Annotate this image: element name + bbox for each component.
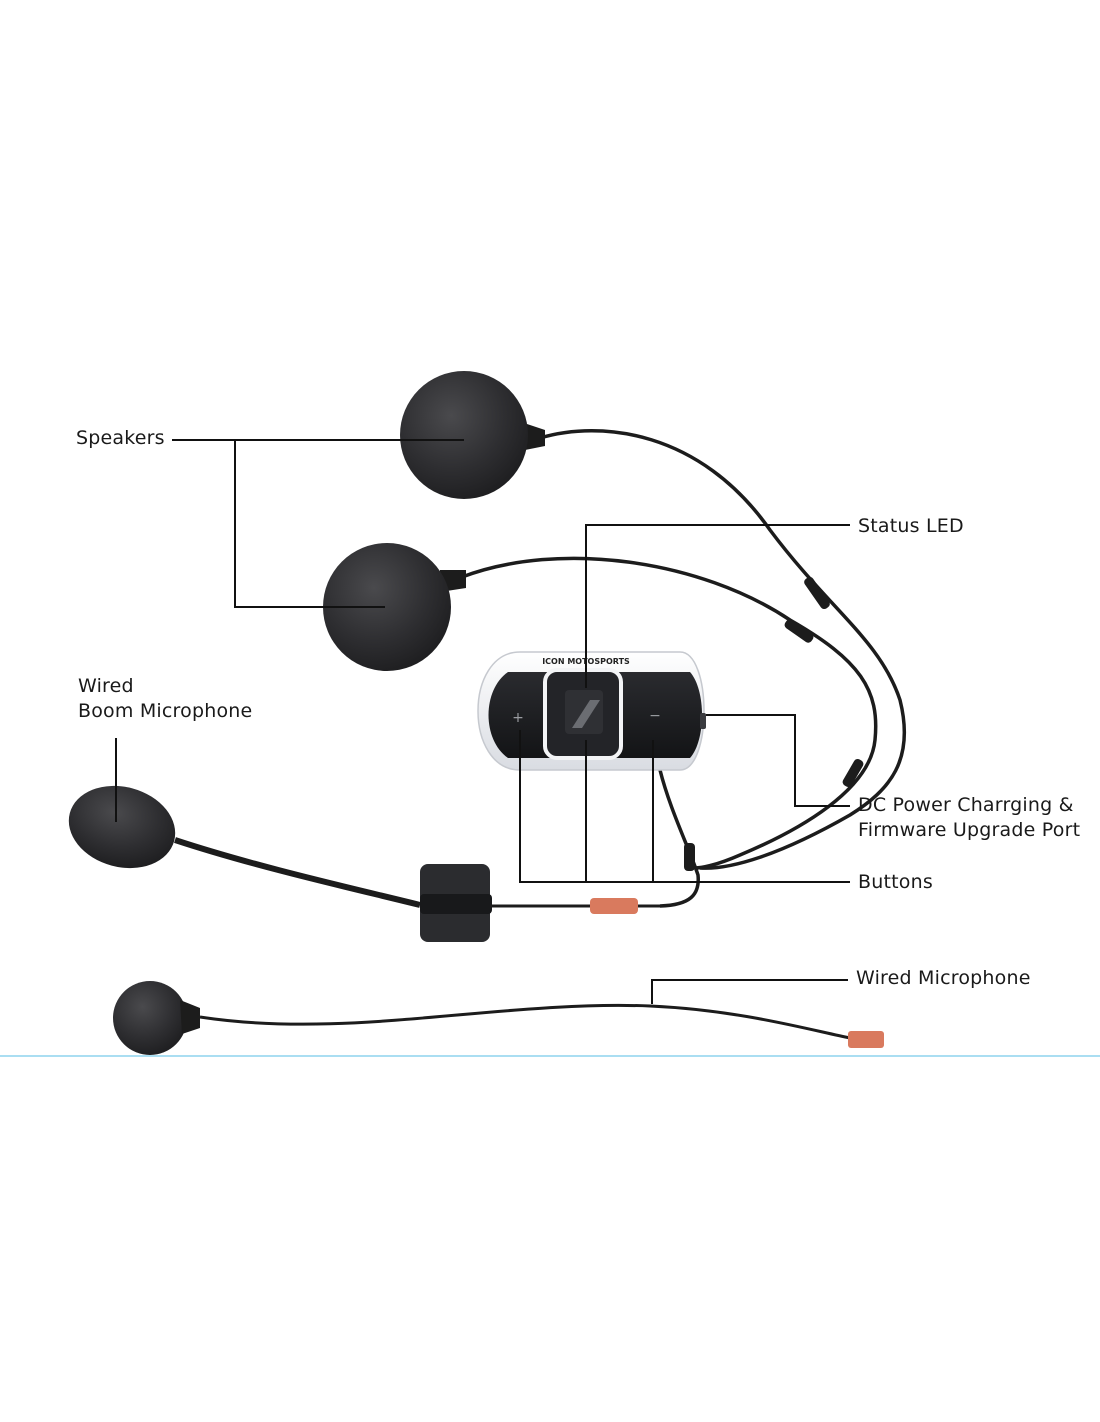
- intercom-device: ICON MOTOSPORTS + −: [477, 651, 706, 771]
- dc-port-label: DC Power Charrging & Firmware Upgrade Po…: [858, 793, 1080, 843]
- top-speaker: [400, 371, 545, 499]
- lower-speaker: [323, 543, 466, 671]
- wired-mic-label-text: Wired Microphone: [856, 967, 1031, 989]
- status-led-label-text: Status LED: [858, 515, 964, 537]
- status-led-label: Status LED: [858, 514, 964, 539]
- boom-microphone: [68, 785, 665, 942]
- speakers-leader: [172, 439, 464, 608]
- wired-microphone-label: Wired Microphone: [856, 966, 1031, 991]
- minus-button-symbol: −: [649, 708, 661, 724]
- boom-label-line1: Wired: [78, 675, 134, 697]
- dc-label-line2: Firmware Upgrade Port: [858, 819, 1081, 841]
- leader-lines: [115, 439, 850, 1004]
- plus-button-symbol: +: [512, 710, 524, 726]
- speaker-cables: [461, 429, 907, 908]
- status-led-leader: [585, 524, 850, 688]
- wired-mic-connector: [848, 1031, 884, 1048]
- top-speaker-cable: [539, 429, 907, 870]
- wired-mic-leader: [651, 979, 848, 1004]
- boom-connector: [590, 898, 638, 914]
- device-to-boom-cable: [658, 769, 700, 908]
- dc-port: [700, 713, 706, 729]
- wired-microphone: [113, 981, 884, 1055]
- brand-emblem-icon: [572, 700, 600, 728]
- speakers-label: Speakers: [76, 426, 165, 451]
- buttons-label: Buttons: [858, 870, 933, 895]
- buttons-label-text: Buttons: [858, 871, 933, 893]
- dc-label-line1: DC Power Charrging &: [858, 794, 1074, 816]
- cable-splitters: [684, 576, 864, 871]
- lower-speaker-cable: [461, 556, 878, 870]
- dc-port-leader: [706, 714, 850, 807]
- buttons-leader: [519, 730, 850, 883]
- speakers-label-text: Speakers: [76, 427, 165, 449]
- boom-microphone-label: Wired Boom Microphone: [78, 674, 252, 724]
- boom-label-line2: Boom Microphone: [78, 700, 253, 722]
